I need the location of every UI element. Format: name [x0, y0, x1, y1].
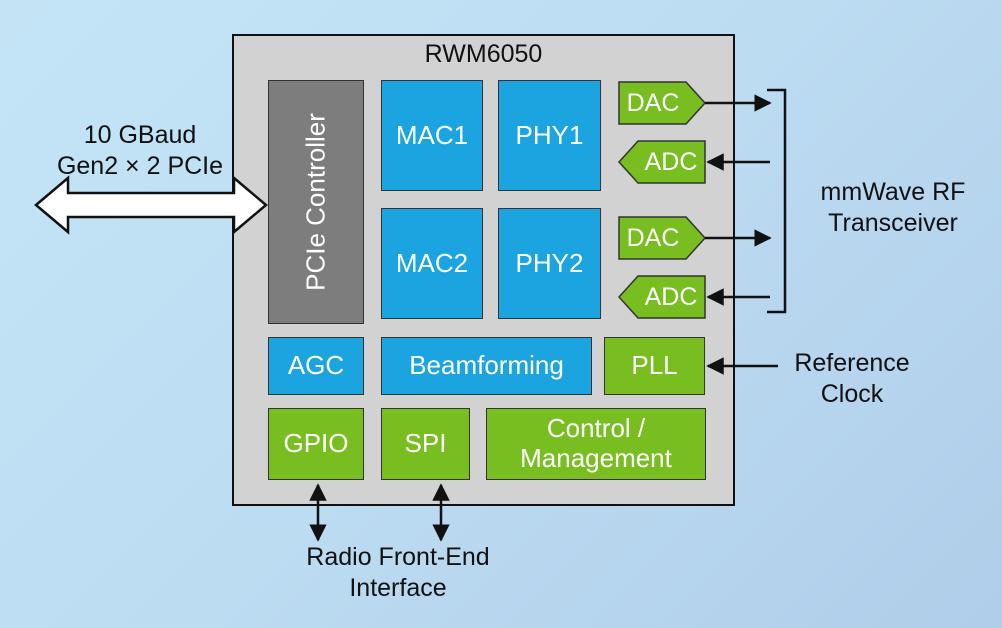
mac2-block: MAC2: [381, 208, 483, 319]
rf-transceiver-label: mmWave RF Transceiver: [792, 177, 994, 240]
pll-block: PLL: [604, 337, 705, 395]
phy1-block: PHY1: [498, 80, 601, 191]
control-label-line2: Management: [520, 443, 672, 473]
ref-label-line2: Clock: [820, 380, 884, 409]
beamforming-block: Beamforming: [381, 337, 592, 395]
dac1-shape: [618, 81, 707, 125]
dac2-label: DAC: [626, 224, 680, 252]
spi-block: SPI: [381, 408, 470, 480]
dac2-shape: [618, 216, 707, 260]
rf-label-line2: Transceiver: [828, 209, 958, 238]
adc1-label: ADC: [644, 148, 698, 176]
rf-bracket: [767, 88, 787, 314]
adc1-shape: [617, 140, 706, 184]
rfe-label-line1: Radio Front-End: [306, 543, 490, 571]
dac1-label: DAC: [626, 89, 680, 117]
rfe-label-line2: Interface: [349, 574, 447, 603]
pcie-label-line1: 10 GBaud: [83, 121, 197, 149]
ref-label-line1: Reference: [794, 349, 910, 377]
chip-title: RWM6050: [424, 40, 543, 68]
mac1-block: MAC1: [381, 80, 483, 191]
adc2-shape: [617, 275, 706, 319]
gpio-block: GPIO: [268, 408, 364, 480]
agc-block: AGC: [268, 337, 364, 395]
pcie-label-line2: Gen2 × 2 PCIe: [56, 152, 224, 181]
reference-clock-label: Reference Clock: [772, 348, 932, 411]
pcie-interface-label: 10 GBaud Gen2 × 2 PCIe: [20, 120, 260, 183]
radio-front-end-label: Radio Front-End Interface: [258, 542, 538, 605]
pcie-controller-block: [268, 80, 364, 324]
control-management-block: Control / Management: [486, 408, 706, 480]
pcie-double-arrow: [34, 175, 268, 235]
phy2-block: PHY2: [498, 208, 601, 319]
rf-label-line1: mmWave RF: [820, 178, 966, 206]
control-label-line1: Control /: [546, 413, 646, 444]
adc2-label: ADC: [644, 283, 698, 311]
